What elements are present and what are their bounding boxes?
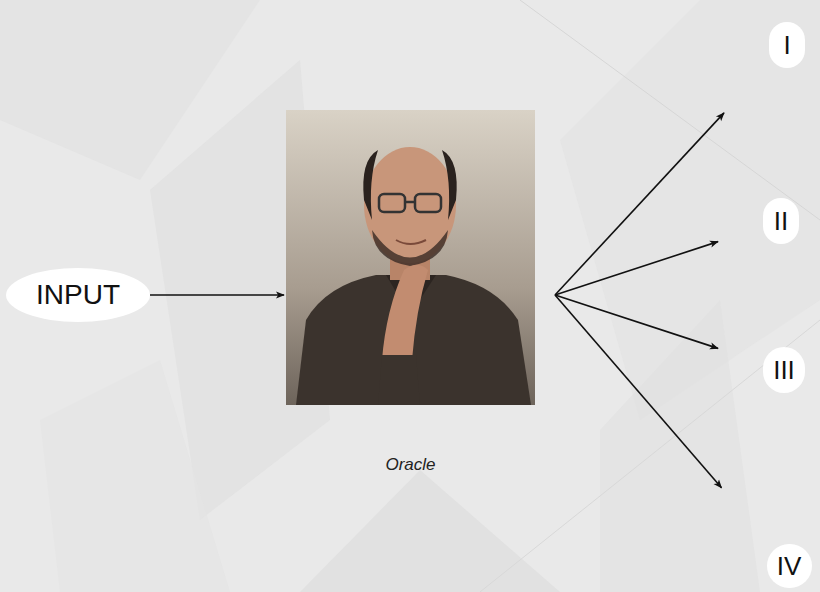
arrow-connector	[555, 113, 724, 295]
output-label: I	[769, 22, 805, 68]
output-label: III	[763, 347, 805, 393]
node-label: INPUT	[36, 279, 120, 311]
node-label: IV	[777, 551, 802, 582]
arrow-connector	[555, 242, 718, 295]
oracle-portrait: Oracle	[286, 110, 555, 405]
portrait-illustration	[286, 110, 535, 405]
node-label: I	[783, 30, 790, 61]
node-label: III	[773, 355, 795, 386]
node-label: II	[774, 206, 788, 237]
caption-text: Oracle	[286, 455, 535, 475]
arrow-connector	[555, 295, 718, 348]
output-label: IV	[767, 544, 812, 588]
input-ellipse: INPUT	[6, 268, 150, 322]
arrow-connector	[555, 295, 722, 488]
arrow-connector	[150, 294, 284, 296]
output-label: II	[763, 198, 799, 244]
